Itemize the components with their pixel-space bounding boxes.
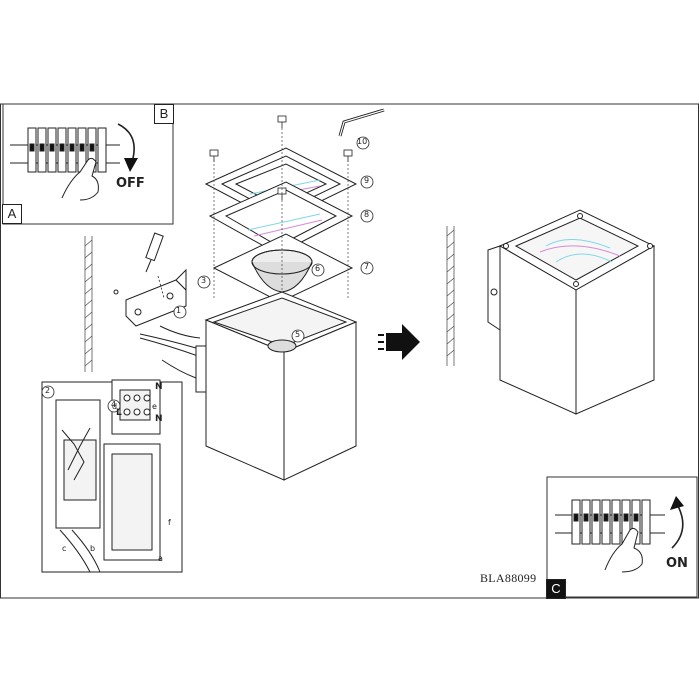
screw-a: a	[158, 554, 163, 563]
panel-c-switch-on	[546, 476, 698, 598]
screw-c: c	[62, 544, 67, 553]
step-7: 7	[364, 262, 370, 271]
step-1: 1	[176, 306, 182, 315]
screw-d: d	[112, 402, 118, 411]
step-4: 4	[111, 400, 117, 409]
cables	[139, 325, 201, 379]
step-2: 2	[45, 386, 51, 395]
step-6: 6	[315, 264, 321, 273]
terminal-n-top: N	[155, 382, 163, 392]
hand-icon	[61, 157, 99, 201]
rotate-arrow-icon	[117, 123, 135, 163]
panel-c-tag: C	[546, 579, 566, 599]
panel-b-switch-off	[2, 103, 174, 225]
assembled-lamp	[487, 209, 656, 415]
panel-a-tag: A	[2, 204, 22, 224]
circuit-breaker-icon	[10, 127, 120, 173]
step-5: 5	[295, 330, 301, 339]
glass-panel	[208, 181, 354, 255]
switch-on-label: ON	[666, 556, 688, 571]
allen-key-icon	[338, 108, 385, 137]
reflector-plate	[212, 233, 354, 303]
step-9: 9	[364, 176, 370, 185]
terminal-l: L	[116, 408, 122, 418]
circuit-breaker-icon-on	[555, 499, 665, 545]
terminal-n-bottom: N	[155, 414, 163, 424]
lamp-housing	[195, 291, 358, 481]
outer-frame	[0, 103, 699, 599]
screwdriver-icon	[145, 232, 164, 273]
panel-b-tag: B	[154, 104, 174, 124]
step-3: 3	[201, 276, 207, 285]
mounting-bracket	[113, 268, 187, 327]
wall-left	[84, 236, 93, 372]
screw-e: e	[152, 402, 157, 411]
panel-a-wiring	[41, 379, 183, 573]
screw-f: f	[168, 518, 171, 527]
rotate-arrow-up-icon	[671, 505, 684, 549]
product-code: BLA88099	[480, 571, 537, 585]
arrow-right-icon	[386, 324, 420, 360]
screw-b: b	[90, 544, 96, 553]
step-circles	[41, 136, 374, 413]
step-8: 8	[364, 210, 370, 219]
wall-right	[446, 226, 455, 366]
step-10: 10	[357, 137, 368, 146]
hand-icon-on	[604, 527, 643, 573]
switch-off-label: OFF	[116, 176, 145, 191]
